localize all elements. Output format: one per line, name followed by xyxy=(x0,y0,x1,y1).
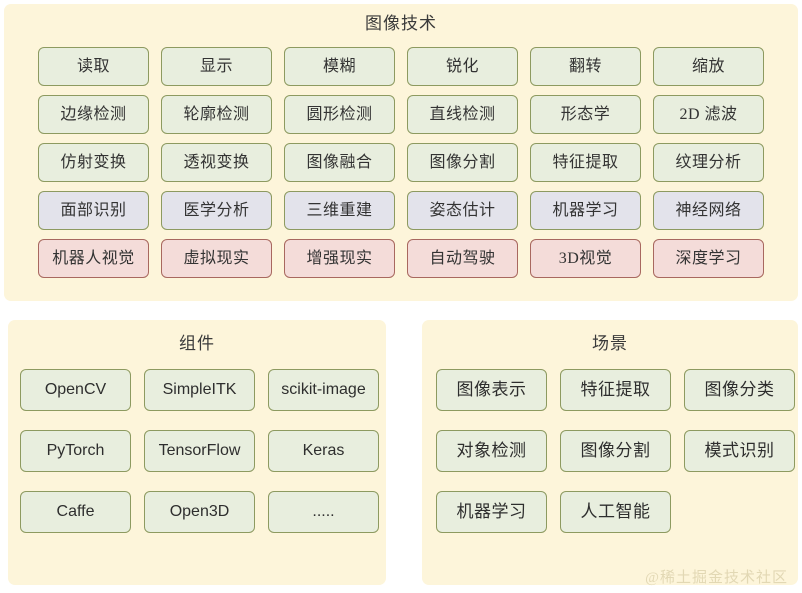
technology-item[interactable]: 自动驾驶 xyxy=(407,239,518,278)
component-item[interactable]: Caffe xyxy=(20,491,131,533)
scenario-item[interactable]: 模式识别 xyxy=(684,430,795,472)
technology-item[interactable]: 虚拟现实 xyxy=(161,239,272,278)
technology-item[interactable]: 翻转 xyxy=(530,47,641,86)
technology-item[interactable]: 读取 xyxy=(38,47,149,86)
technology-item[interactable]: 轮廓检测 xyxy=(161,95,272,134)
scenario-item[interactable]: 图像分类 xyxy=(684,369,795,411)
technology-item[interactable]: 边缘检测 xyxy=(38,95,149,134)
technology-item[interactable]: 图像分割 xyxy=(407,143,518,182)
technology-grid: 读取显示模糊锐化翻转缩放边缘检测轮廓检测圆形检测直线检测形态学 2D 滤波仿射变换… xyxy=(4,47,778,278)
scenario-item[interactable]: 机器学习 xyxy=(436,491,547,533)
technology-item[interactable]: 机器学习 xyxy=(530,191,641,230)
technology-item[interactable]: 神经网络 xyxy=(653,191,764,230)
technology-item[interactable]: 缩放 xyxy=(653,47,764,86)
scenario-item[interactable]: 人工智能 xyxy=(560,491,671,533)
technology-panel: 图像技术 读取显示模糊锐化翻转缩放边缘检测轮廓检测圆形检测直线检测形态学 2D 滤… xyxy=(4,4,798,301)
scenario-item[interactable]: 图像分割 xyxy=(560,430,671,472)
scenario-item[interactable]: 特征提取 xyxy=(560,369,671,411)
scenarios-panel: 场景 图像表示特征提取图像分类对象检测图像分割模式识别机器学习人工智能 xyxy=(422,320,798,585)
technology-item[interactable]: 医学分析 xyxy=(161,191,272,230)
watermark: @稀土掘金技术社区 xyxy=(645,570,788,586)
technology-item[interactable]: 深度学习 xyxy=(653,239,764,278)
component-item[interactable]: ..... xyxy=(268,491,379,533)
technology-item[interactable]: 特征提取 xyxy=(530,143,641,182)
component-item[interactable]: Open3D xyxy=(144,491,255,533)
technology-item[interactable]: 形态学 xyxy=(530,95,641,134)
technology-item[interactable]: 透视变换 xyxy=(161,143,272,182)
technology-panel-title: 图像技术 xyxy=(365,14,437,33)
component-item[interactable]: scikit-image xyxy=(268,369,379,411)
technology-item[interactable]: 姿态估计 xyxy=(407,191,518,230)
technology-item[interactable]: 增强现实 xyxy=(284,239,395,278)
technology-item[interactable]: 2D 滤波 xyxy=(653,95,764,134)
technology-item[interactable]: 直线检测 xyxy=(407,95,518,134)
technology-item[interactable]: 模糊 xyxy=(284,47,395,86)
technology-item[interactable]: 圆形检测 xyxy=(284,95,395,134)
technology-item[interactable]: 机器人视觉 xyxy=(38,239,149,278)
technology-item[interactable]: 面部识别 xyxy=(38,191,149,230)
technology-item[interactable]: 图像融合 xyxy=(284,143,395,182)
scenarios-panel-title: 场景 xyxy=(592,334,628,353)
components-panel-title: 组件 xyxy=(179,334,215,353)
component-item[interactable]: TensorFlow xyxy=(144,430,255,472)
component-item[interactable]: PyTorch xyxy=(20,430,131,472)
component-item[interactable]: OpenCV xyxy=(20,369,131,411)
technology-item[interactable]: 仿射变换 xyxy=(38,143,149,182)
technology-item[interactable]: 纹理分析 xyxy=(653,143,764,182)
scenario-item[interactable]: 图像表示 xyxy=(436,369,547,411)
scenarios-grid: 图像表示特征提取图像分类对象检测图像分割模式识别机器学习人工智能 xyxy=(422,369,796,533)
technology-item[interactable]: 显示 xyxy=(161,47,272,86)
technology-item[interactable]: 锐化 xyxy=(407,47,518,86)
technology-item[interactable]: 三维重建 xyxy=(284,191,395,230)
scenario-item[interactable]: 对象检测 xyxy=(436,430,547,472)
component-item[interactable]: Keras xyxy=(268,430,379,472)
component-item[interactable]: SimpleITK xyxy=(144,369,255,411)
technology-item[interactable]: 3D视觉 xyxy=(530,239,641,278)
